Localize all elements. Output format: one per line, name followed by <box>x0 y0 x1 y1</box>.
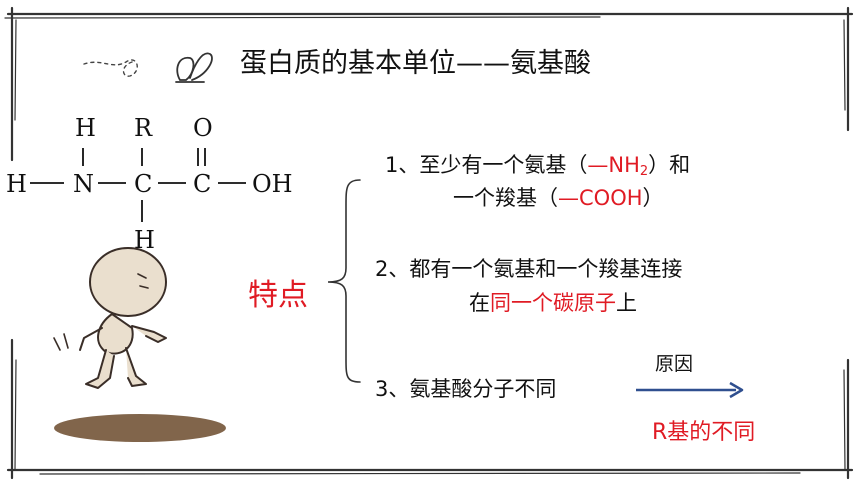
right-arrow-icon <box>636 381 744 399</box>
point-1-line-1: 1、至少有一个氨基（—NH2）和 <box>385 153 691 179</box>
formula-bottom-h: H <box>134 226 155 254</box>
features-label: 特点 <box>248 278 308 313</box>
butterfly-doodle-icon <box>83 52 213 83</box>
point-3: 3、氨基酸分子不同 <box>375 377 557 401</box>
formula-c-alpha: C <box>134 170 152 198</box>
carboxyl-group-formula: —COOH <box>558 186 643 210</box>
formula-top-h: H <box>75 114 96 142</box>
same-carbon-highlight: 同一个碳原子 <box>490 291 616 315</box>
formula-top-o: O <box>193 114 213 142</box>
amino-acid-structural-formula: H R O H N C C OH H <box>6 114 293 254</box>
formula-n: N <box>73 170 94 198</box>
cause-label: 原因 <box>655 353 694 375</box>
curly-brace <box>327 179 361 383</box>
r-group-difference: R基的不同 <box>652 420 756 445</box>
cartoon-figure-illustration <box>53 247 226 442</box>
amino-group-formula: —NH2 <box>587 153 649 179</box>
formula-bonds <box>30 148 246 222</box>
formula-oh: OH <box>252 170 293 198</box>
slide-title: 蛋白质的基本单位——氨基酸 <box>240 48 591 79</box>
formula-left-h: H <box>6 170 27 198</box>
point-2-line-2: 在同一个碳原子上 <box>469 291 637 315</box>
formula-top-r: R <box>134 114 153 142</box>
point-2-line-1: 2、都有一个氨基和一个羧基连接 <box>375 257 683 281</box>
point-1-line-2: 一个羧基（—COOH） <box>453 186 664 210</box>
formula-c-carboxyl: C <box>193 170 211 198</box>
